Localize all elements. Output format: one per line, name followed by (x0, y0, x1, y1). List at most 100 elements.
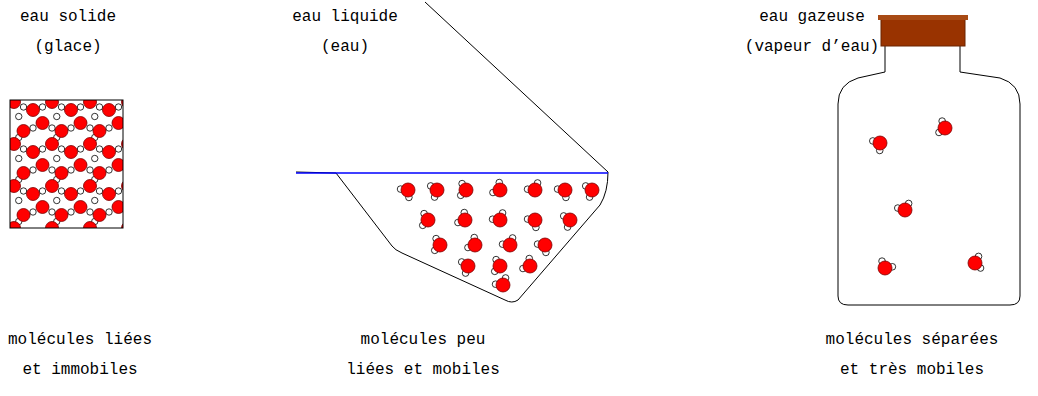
hydrogen-atom (49, 209, 55, 215)
oxygen-atom (563, 213, 577, 227)
water-molecule (455, 209, 472, 227)
oxygen-atom (10, 100, 21, 109)
hydrogen-atom (30, 125, 36, 131)
caption-text: molécules liées et immobiles (7, 325, 154, 385)
caption-text: molécules peu liées et mobiles (345, 325, 501, 385)
hydrogen-atom (39, 146, 45, 152)
water-molecule (534, 238, 552, 256)
oxygen-atom (10, 222, 21, 229)
oxygen-atom (103, 104, 116, 117)
oxygen-atom (93, 125, 106, 138)
cork (881, 17, 965, 46)
hydrogen-atom (16, 113, 22, 119)
oxygen-atom (65, 146, 78, 159)
oxygen-atom (493, 259, 507, 273)
hydrogen-atom (54, 113, 60, 119)
oxygen-atom (938, 121, 952, 135)
oxygen-atom (873, 136, 887, 150)
state-label: eau solide (glace) (19, 2, 117, 62)
oxygen-atom (103, 188, 116, 201)
oxygen-atom (74, 117, 87, 130)
hydrogen-atom (39, 104, 45, 110)
oxygen-atom (46, 138, 59, 151)
oxygen-atom (27, 188, 40, 201)
ice-frame (10, 100, 123, 228)
oxygen-atom (55, 209, 68, 222)
oxygen-atom (74, 159, 87, 172)
water-molecule (894, 200, 912, 217)
water-molecule (465, 234, 482, 252)
oxygen-atom (493, 183, 507, 197)
water-molecule (520, 255, 537, 273)
hydrogen-atom (87, 125, 93, 131)
water-molecule (491, 256, 507, 274)
water-molecule (397, 183, 415, 201)
water-molecule (419, 210, 435, 228)
hydrogen-atom (77, 104, 83, 110)
oxygen-atom (10, 138, 21, 151)
oxygen-atom (401, 183, 415, 197)
oxygen-atom (523, 259, 537, 273)
oxygen-atom (84, 138, 97, 151)
oxygen-atom (17, 167, 30, 180)
hydrogen-atom (106, 167, 112, 173)
oxygen-atom (46, 222, 59, 229)
hydrogen-atom (77, 188, 83, 194)
oxygen-atom (503, 238, 517, 252)
water-molecule (936, 118, 952, 136)
water-molecule (878, 258, 896, 275)
hydrogen-atom (115, 146, 121, 152)
gas-molecules (869, 118, 983, 275)
oxygen-atom (528, 213, 542, 227)
water-molecule (458, 259, 475, 277)
hydrogen-atom (87, 209, 93, 215)
oxygen-atom (528, 183, 542, 197)
water-molecule (457, 180, 473, 198)
oxygen-atom (46, 100, 59, 109)
hydrogen-atom (58, 146, 64, 152)
oxygen-atom (27, 104, 40, 117)
oxygen-atom (421, 213, 435, 227)
water-molecule (560, 213, 577, 231)
liquid-molecules (397, 179, 599, 292)
water-molecule (492, 275, 510, 292)
hydrogen-atom (115, 104, 121, 110)
oxygen-atom (459, 183, 473, 197)
hydrogen-atom (106, 209, 112, 215)
oxygen-atom (65, 104, 78, 117)
oxygen-atom (112, 159, 123, 172)
ice-lattice (10, 100, 123, 228)
state-label: eau gazeuse (vapeur d’eau) (744, 2, 881, 62)
water-molecule (554, 183, 572, 201)
water-molecule (427, 183, 444, 201)
hydrogen-atom (30, 209, 36, 215)
hydrogen-atom (30, 167, 36, 173)
oxygen-atom (84, 180, 97, 193)
hydrogen-atom (96, 146, 102, 152)
hydrogen-atom (106, 125, 112, 131)
water-molecule (490, 179, 507, 197)
hydrogen-atom (54, 155, 60, 161)
hydrogen-atom (68, 125, 74, 131)
water-molecule (524, 180, 542, 197)
oxygen-atom (968, 256, 982, 270)
oxygen-atom (46, 180, 59, 193)
cork-top (878, 15, 968, 20)
hydrogen-atom (16, 197, 22, 203)
hydrogen-atom (20, 104, 26, 110)
oxygen-atom (65, 188, 78, 201)
hydrogen-atom (58, 104, 64, 110)
hydrogen-atom (49, 125, 55, 131)
oxygen-atom (878, 261, 892, 275)
water-molecule (489, 210, 507, 227)
oxygen-atom (558, 183, 572, 197)
state-label: eau liquide (eau) (291, 2, 399, 62)
hydrogen-atom (58, 188, 64, 194)
oxygen-atom (74, 201, 87, 214)
oxygen-atom (430, 183, 444, 197)
water-molecule (499, 235, 517, 252)
water-molecule (869, 136, 887, 154)
oxygen-atom (84, 222, 97, 229)
hydrogen-atom (92, 113, 98, 119)
